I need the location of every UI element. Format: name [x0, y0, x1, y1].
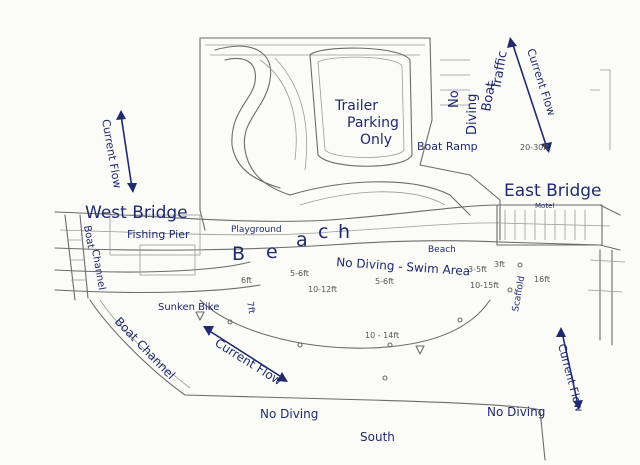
- depth-labels: 6ft 5-6ft 10-12ft 5-6ft 3-5ft 10-15ft 16…: [241, 143, 550, 340]
- beach-small-label: Beach: [428, 245, 456, 255]
- current-flow-label-left: Current Flow: [99, 118, 124, 189]
- no-diving-swim-area-label: No Diving - Swim Area: [336, 255, 471, 278]
- depth-label: 16ft: [534, 275, 550, 284]
- depth-label: 10-15ft: [470, 281, 499, 290]
- trailer-parking-label-line3: Only: [360, 132, 392, 148]
- depth-label: 20-30ft: [520, 143, 549, 152]
- trailer-parking-label-line1: Trailer: [334, 98, 378, 114]
- seven-ft-label: 7ft: [244, 301, 256, 315]
- current-flow-label-bottom-right: Current Flow: [555, 342, 586, 413]
- no-diving-boat-traffic-boat: Boat: [479, 81, 499, 113]
- sunken-bike-label: Sunken Bike: [158, 302, 219, 313]
- beach-letter-a: a: [296, 229, 308, 251]
- west-bridge-label: West Bridge: [85, 203, 188, 223]
- east-bridge-label: East Bridge: [504, 181, 602, 201]
- motel-label: Motel: [535, 202, 554, 210]
- boat-channel-bottom-label: Boat Channel: [112, 314, 178, 382]
- current-flow-arrow-left: [120, 114, 133, 189]
- current-flow-label-middle: Current Flow: [212, 336, 284, 388]
- boat-channel-left-boat: Boat: [81, 225, 96, 250]
- boat-ramp-label: Boat Ramp: [417, 140, 478, 153]
- depth-label: 6ft: [241, 276, 252, 285]
- current-flow-label-top-right: Current Flow: [524, 47, 558, 118]
- beach-letter-e: e: [266, 241, 278, 263]
- beach-letter-h: h: [338, 221, 350, 243]
- pencil-sketch: [54, 37, 626, 461]
- scaffold-label: Scaffold: [511, 275, 527, 312]
- no-diving-bottom-right-label: No Diving: [487, 405, 545, 419]
- depth-label: 10-12ft: [308, 285, 337, 294]
- current-flow-arrow-bottom-right: [561, 331, 579, 406]
- trailer-parking-label-line2: Parking: [347, 115, 399, 131]
- south-label: South: [360, 430, 395, 444]
- current-flow-arrow-top-right: [511, 41, 548, 149]
- boat-channel-left-channel: Channel: [89, 249, 107, 291]
- beach-letter-b: B: [232, 243, 245, 265]
- depth-label: 3-5ft: [468, 265, 487, 274]
- current-flow-arrows: [116, 37, 583, 410]
- depth-label: 5-6ft: [290, 269, 309, 278]
- beach-letter-c: c: [318, 221, 328, 243]
- depth-label: 10 - 14ft: [365, 331, 399, 340]
- no-diving-boat-traffic-traffic: Traffic: [489, 50, 511, 92]
- playground-label: Playground: [231, 225, 282, 235]
- no-diving-bottom-left-label: No Diving: [260, 407, 318, 421]
- fishing-pier-label: Fishing Pier: [127, 228, 190, 241]
- current-flow-arrow-middle: [207, 329, 284, 379]
- no-diving-boat-traffic-no: No: [447, 90, 462, 108]
- depth-label: 5-6ft: [375, 277, 394, 286]
- no-diving-boat-traffic-diving: Diving: [465, 94, 480, 135]
- depth-label: 3ft: [494, 260, 505, 269]
